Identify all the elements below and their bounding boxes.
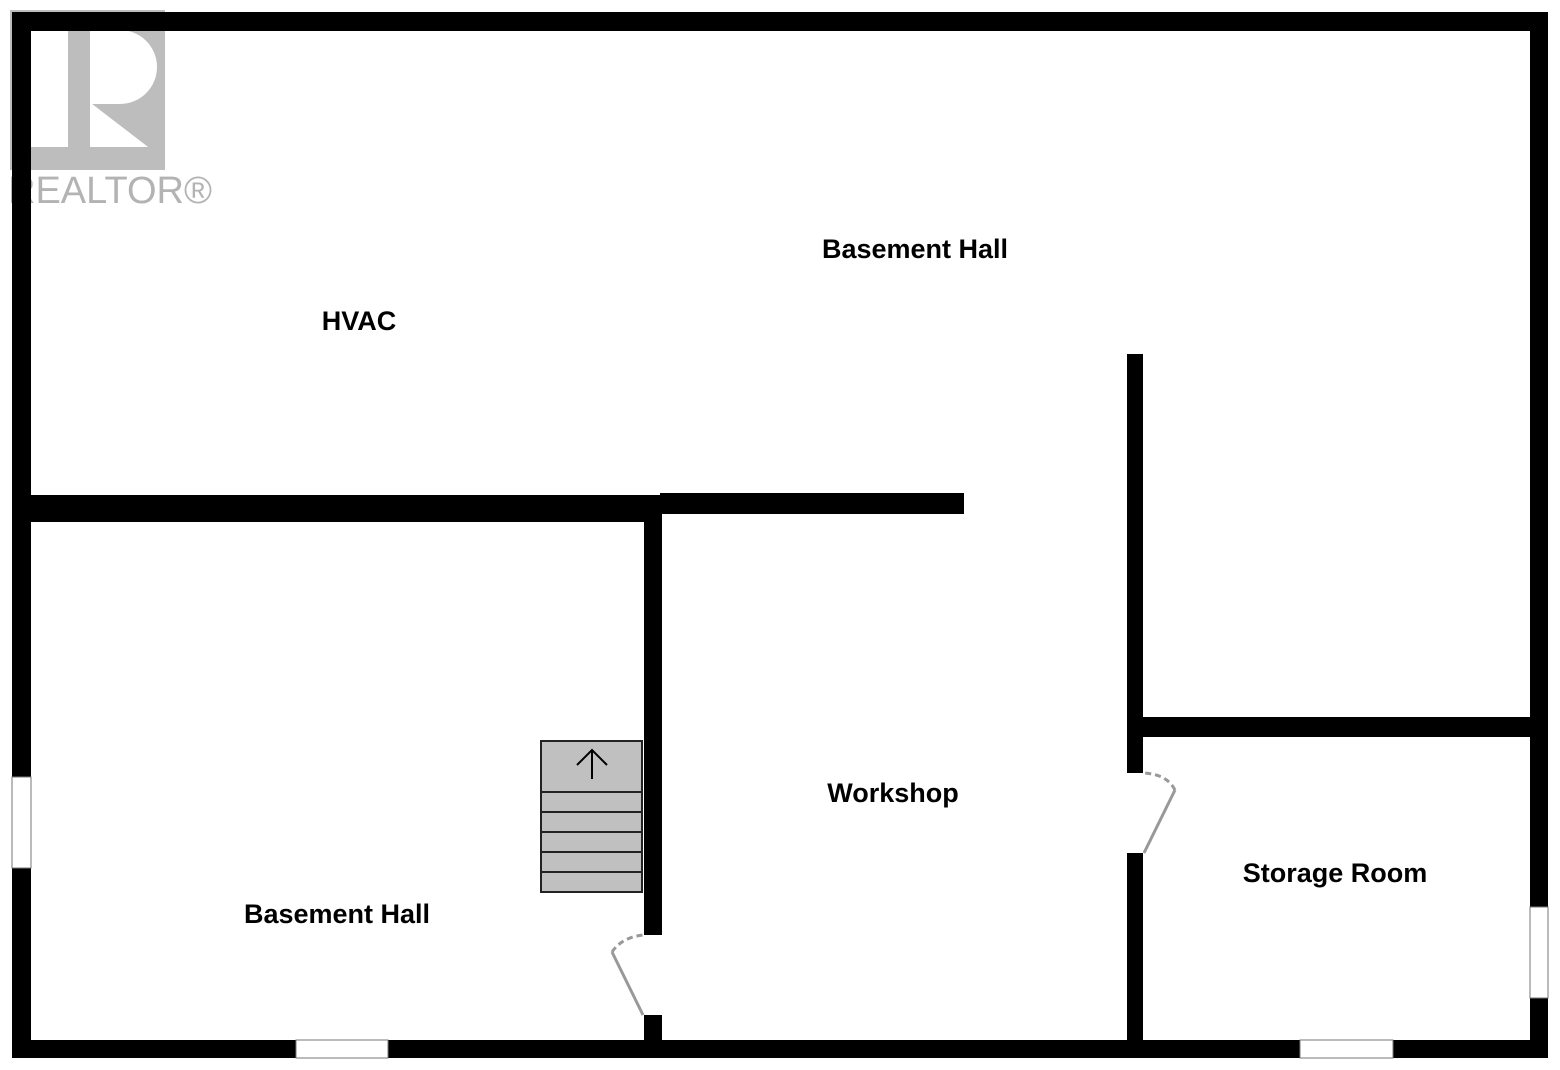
wall-workshop-left-upper: [644, 515, 662, 935]
room-label-basement-hall-lower: Basement Hall: [244, 899, 430, 929]
wall-middle-left: [12, 495, 662, 522]
room-label-basement-hall-upper: Basement Hall: [822, 234, 1008, 264]
wall-right: [1530, 12, 1548, 1058]
wall-top: [12, 12, 1548, 31]
door-workshop: [610, 933, 645, 1016]
wall-storage-left-lower: [1127, 853, 1143, 1058]
door-storage-room: [1142, 771, 1177, 854]
walls: [12, 12, 1548, 1058]
room-label-storage-room: Storage Room: [1243, 858, 1428, 888]
wall-workshop-left-lower: [644, 1015, 662, 1058]
window-bottom-right: [1299, 1039, 1394, 1059]
window-left: [11, 776, 32, 869]
wall-bottom: [12, 1040, 1548, 1058]
realtor-logo-text: REALTOR®: [8, 170, 212, 212]
window-right: [1529, 906, 1549, 999]
stairs: [540, 740, 643, 893]
wall-storage-left-upper: [1127, 354, 1143, 773]
realtor-logo: REALTOR®: [8, 10, 212, 212]
wall-storage-top: [1127, 717, 1548, 737]
room-label-hvac: HVAC: [322, 306, 397, 336]
wall-left: [12, 12, 31, 1058]
window-bottom-left: [295, 1039, 389, 1059]
wall-middle-right: [660, 493, 964, 514]
room-label-workshop: Workshop: [827, 778, 959, 808]
arrow-up-icon: [576, 748, 608, 779]
